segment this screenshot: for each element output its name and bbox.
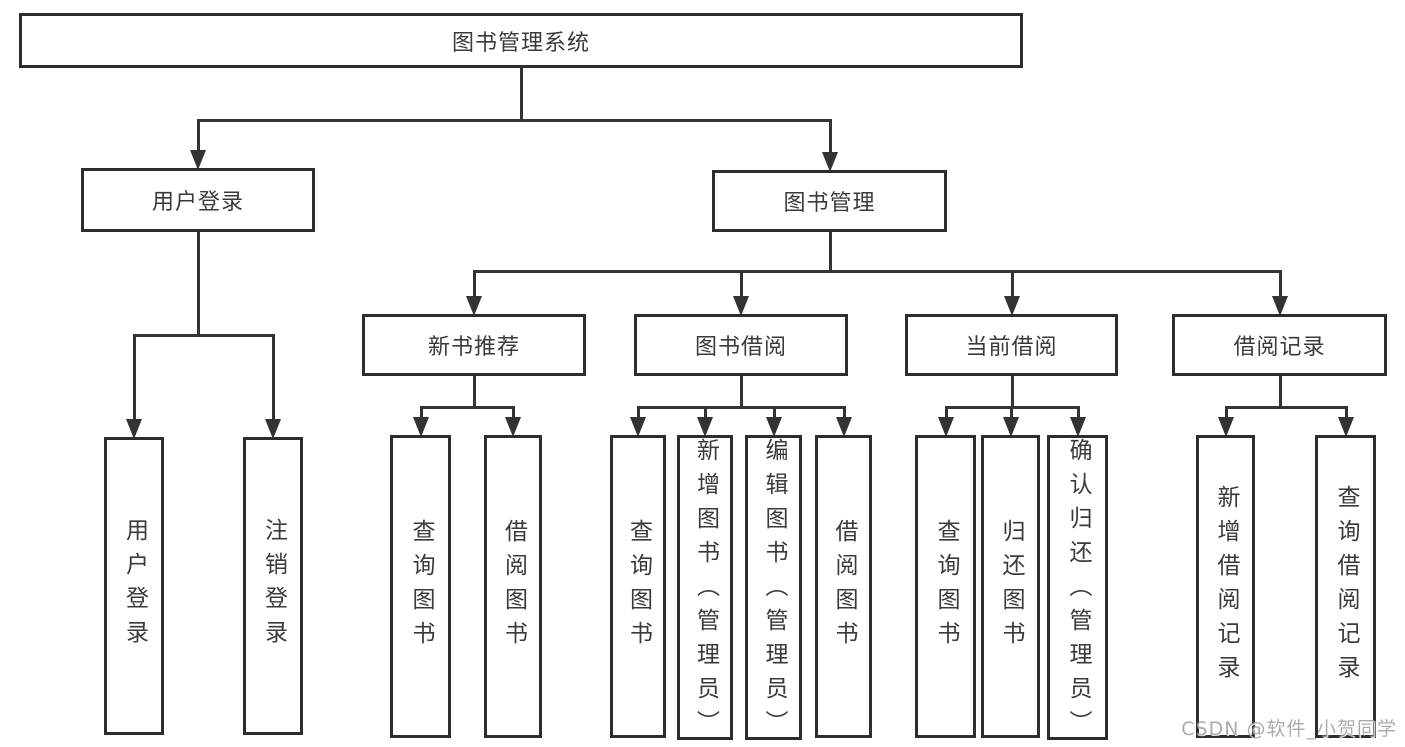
node-newbook-label: 新书推荐 (427, 335, 520, 360)
connector-drop-login-user (132, 335, 136, 420)
connector-stub-current (1010, 374, 1014, 409)
connector-drop-cb-query (944, 407, 948, 418)
node-cb-confirm: 确认归还（管理员） (1047, 435, 1108, 744)
arrowhead-into-bb-borrow (836, 417, 852, 437)
node-mgmt: 图书管理 (712, 170, 947, 232)
arrowhead-into-bb-add (697, 417, 713, 437)
arrowhead-into-borrow (733, 296, 749, 316)
connector-rail-record (1224, 405, 1348, 409)
node-nb-query: 查询图书 (390, 435, 451, 738)
node-login-label: 用户登录 (151, 190, 244, 215)
connector-drop-newbook (472, 271, 476, 297)
node-borrow: 图书借阅 (634, 314, 848, 376)
node-bb-edit-label: 编辑图书（管理员） (761, 438, 787, 744)
node-current: 当前借阅 (905, 314, 1118, 376)
connector-drop-mgmt (828, 120, 832, 153)
connector-drop-borrow (739, 271, 743, 297)
connector-drop-nb-query (419, 407, 423, 418)
connector-drop-bb-borrow (842, 407, 846, 418)
connector-rail-newbook (419, 405, 515, 409)
connector-drop-current (1010, 271, 1014, 297)
node-br-query-label: 查询借阅记录 (1333, 484, 1359, 689)
connector-drop-login-out (271, 335, 275, 420)
arrowhead-into-br-query (1338, 417, 1354, 437)
node-cb-return-label: 归还图书 (998, 518, 1024, 655)
connector-rail-borrow (636, 405, 846, 409)
connector-rail-login (132, 333, 275, 337)
connector-stub-mgmt (828, 230, 832, 273)
node-login: 用户登录 (81, 168, 315, 232)
connector-drop-cb-confirm (1076, 407, 1080, 418)
connector-drop-bb-add (703, 407, 707, 418)
arrowhead-into-newbook (466, 296, 482, 316)
connector-stub-root (519, 66, 523, 122)
node-bb-query-label: 查询图书 (625, 518, 652, 655)
node-login-out-label: 注销登录 (260, 518, 287, 654)
connector-drop-br-query (1344, 407, 1348, 418)
arrowhead-into-cb-return (1003, 417, 1019, 437)
node-current-label: 当前借阅 (965, 335, 1058, 360)
arrowhead-into-bb-query (630, 417, 646, 437)
node-cb-query-label: 查询图书 (933, 518, 959, 655)
connector-stub-newbook (472, 374, 476, 409)
arrowhead-into-br-add (1218, 417, 1234, 437)
connector-drop-br-add (1224, 407, 1228, 418)
node-borrow-label: 图书借阅 (694, 335, 787, 360)
arrowhead-into-current (1004, 296, 1020, 316)
node-login-out: 注销登录 (243, 437, 303, 735)
node-bb-borrow: 借阅图书 (815, 435, 872, 738)
arrowhead-into-login-out (265, 419, 281, 439)
connector-rail-mgmt (472, 269, 1282, 273)
node-br-query: 查询借阅记录 (1315, 435, 1376, 738)
connector-stub-borrow (739, 374, 743, 409)
connector-drop-nb-borrow (511, 407, 515, 418)
node-login-user-label: 用户登录 (121, 518, 148, 654)
node-record-label: 借阅记录 (1233, 335, 1326, 360)
connector-rail-root (196, 118, 832, 122)
node-bb-add: 新增图书（管理员） (677, 435, 733, 744)
node-cb-confirm-label: 确认归还（管理员） (1065, 438, 1091, 744)
node-login-user: 用户登录 (104, 437, 164, 735)
connector-drop-login (196, 120, 200, 151)
node-root-label: 图书管理系统 (451, 30, 590, 56)
node-mgmt-label: 图书管理 (783, 191, 876, 216)
node-bb-edit: 编辑图书（管理员） (745, 435, 802, 744)
arrowhead-into-login (190, 150, 206, 170)
connector-drop-bb-edit (772, 407, 776, 418)
node-newbook: 新书推荐 (362, 314, 586, 376)
node-br-add-label: 新增借阅记录 (1213, 484, 1239, 689)
arrowhead-into-cb-query (938, 417, 954, 437)
arrowhead-into-record (1272, 296, 1288, 316)
connector-stub-record (1278, 374, 1282, 409)
node-nb-borrow: 借阅图书 (484, 435, 542, 738)
node-nb-borrow-label: 借阅图书 (500, 518, 527, 655)
node-bb-query: 查询图书 (610, 435, 666, 738)
arrowhead-into-cb-confirm (1070, 417, 1086, 437)
arrowhead-into-bb-edit (766, 417, 782, 437)
connector-drop-bb-query (636, 407, 640, 418)
node-record: 借阅记录 (1172, 314, 1387, 376)
node-nb-query-label: 查询图书 (408, 518, 434, 655)
connector-drop-record (1278, 271, 1282, 297)
connector-drop-cb-return (1009, 407, 1013, 418)
connector-stub-login (196, 230, 200, 337)
node-root: 图书管理系统 (19, 13, 1023, 68)
node-bb-borrow-label: 借阅图书 (831, 518, 857, 655)
arrowhead-into-login-user (126, 419, 142, 439)
node-cb-return: 归还图书 (981, 435, 1040, 738)
node-bb-add-label: 新增图书（管理员） (692, 438, 719, 744)
arrowhead-into-mgmt (822, 152, 838, 172)
node-br-add: 新增借阅记录 (1196, 435, 1255, 738)
node-cb-query: 查询图书 (915, 435, 976, 738)
arrowhead-into-nb-borrow (505, 417, 521, 437)
csdn-watermark: CSDN @软件_小贺同学 (1181, 718, 1397, 740)
arrowhead-into-nb-query (413, 417, 429, 437)
